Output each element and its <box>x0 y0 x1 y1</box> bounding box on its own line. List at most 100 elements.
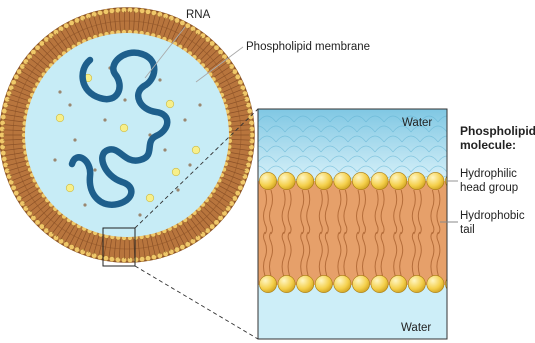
solute-dot <box>183 118 186 121</box>
outer-head <box>127 7 132 12</box>
outer-head <box>23 59 28 64</box>
head-group <box>259 275 276 292</box>
outer-head <box>69 20 74 25</box>
head-group <box>352 172 369 189</box>
head-group <box>334 275 351 292</box>
rna-label: RNA <box>186 8 210 22</box>
tail-label-line2: tail <box>460 223 475 237</box>
head-group <box>445 275 462 292</box>
head-group <box>427 275 444 292</box>
outer-head <box>151 10 156 15</box>
tail-chain <box>450 190 453 234</box>
outer-head <box>0 138 5 143</box>
outer-head <box>133 257 138 262</box>
outer-head <box>53 235 58 240</box>
outer-head <box>17 196 22 201</box>
outer-head <box>246 102 251 107</box>
solute-dot <box>146 194 154 202</box>
head-group <box>408 275 425 292</box>
solute-dot <box>83 203 86 206</box>
solute-dot <box>120 124 128 132</box>
outer-head <box>210 41 215 46</box>
solute-dot <box>138 213 141 216</box>
outer-head <box>23 206 28 211</box>
water-top-label: Water <box>402 116 432 130</box>
outer-head <box>242 91 247 96</box>
outer-head <box>163 251 168 256</box>
outer-head <box>1 114 6 119</box>
solute-dot <box>93 168 96 171</box>
outer-head <box>139 256 144 261</box>
head-label-line2: head group <box>460 181 518 195</box>
solute-dot <box>166 100 174 108</box>
tail-label-line1: Hydrophobic <box>460 209 525 223</box>
outer-head <box>109 256 114 261</box>
outer-head <box>27 54 32 59</box>
head-group <box>371 275 388 292</box>
zoom-line-bottom <box>135 266 258 339</box>
outer-head <box>121 7 126 12</box>
outer-head <box>121 257 126 262</box>
outer-head <box>86 251 91 256</box>
solute-dot <box>163 148 166 151</box>
solute-dot <box>123 98 126 101</box>
outer-head <box>151 254 156 259</box>
tail-chain <box>450 232 453 276</box>
outer-head <box>238 185 243 190</box>
outer-head <box>214 220 219 225</box>
solute-dot <box>73 138 76 141</box>
outer-head <box>163 14 168 19</box>
head-group <box>315 275 332 292</box>
head-group <box>408 172 425 189</box>
head-group <box>352 275 369 292</box>
outer-head <box>185 23 190 28</box>
outer-head <box>115 8 120 13</box>
solute-dot <box>66 184 74 192</box>
outer-head <box>39 224 44 229</box>
bilayer-inset <box>240 109 465 339</box>
outer-head <box>249 138 254 143</box>
outer-head <box>86 14 91 19</box>
outer-head <box>115 257 120 262</box>
outer-head <box>14 190 19 195</box>
outer-head <box>3 102 8 107</box>
outer-head <box>238 80 243 85</box>
outer-head <box>242 174 247 179</box>
head-group <box>390 275 407 292</box>
head-group <box>371 172 388 189</box>
outer-head <box>64 242 69 247</box>
outer-head <box>195 235 200 240</box>
head-group <box>334 172 351 189</box>
solute-dot <box>198 103 201 106</box>
outer-head <box>222 211 227 216</box>
top-head-row <box>259 172 462 189</box>
solute-dot <box>68 103 71 106</box>
head-label-line1: Hydrophilic <box>460 167 517 181</box>
outer-head <box>174 18 179 23</box>
outer-head <box>69 244 74 249</box>
head-group <box>278 172 295 189</box>
solute-dot <box>103 118 106 121</box>
outer-head <box>246 162 251 167</box>
outer-head <box>195 30 200 35</box>
outer-head <box>17 69 22 74</box>
outer-head <box>97 10 102 15</box>
outer-head <box>139 8 144 13</box>
outer-head <box>35 220 40 225</box>
outer-head <box>14 74 19 79</box>
membrane-label: Phospholipid membrane <box>246 40 370 54</box>
outer-head <box>27 211 32 216</box>
outer-head <box>1 150 6 155</box>
outer-head <box>53 30 58 35</box>
outer-head <box>174 247 179 252</box>
molecule-title-line1: Phospholipid <box>460 124 535 138</box>
outer-head <box>248 114 253 119</box>
outer-head <box>11 80 16 85</box>
solute-dot <box>56 114 64 122</box>
bottom-head-row <box>259 275 462 292</box>
outer-head <box>185 242 190 247</box>
solute-dot <box>53 158 56 161</box>
molecule-title-line2: molecule: <box>460 138 516 152</box>
outer-head <box>74 247 79 252</box>
outer-head <box>214 45 219 50</box>
